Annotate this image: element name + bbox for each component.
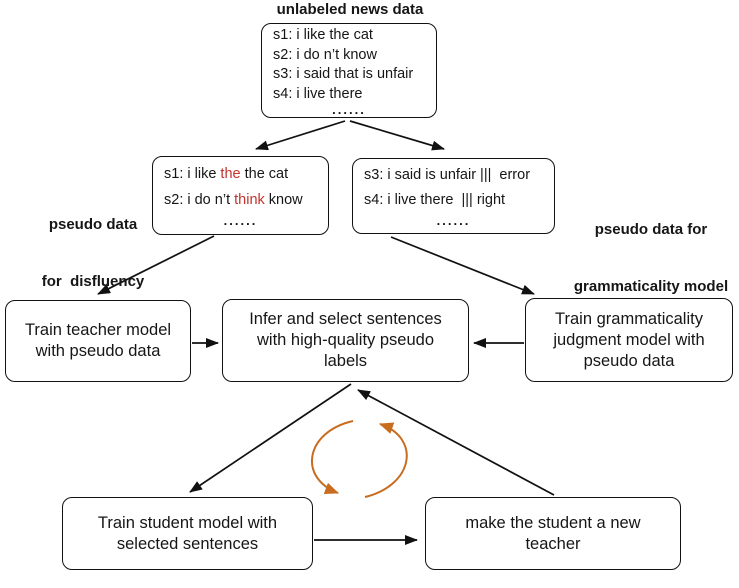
box-line: selected sentences (116, 534, 259, 553)
disfluency-label: pseudo data for disfluency (28, 177, 158, 329)
box-line: make the student a new (465, 513, 641, 532)
text-fragment: the cat (240, 165, 289, 182)
infer-select-box: Infer and select sentences with high-qua… (222, 299, 469, 382)
box-line: Infer and select sentences (249, 310, 442, 328)
pseudo-sentence-s1: s1: i like the the cat (153, 165, 328, 183)
arrow-grammaticality-to-judge (390, 236, 535, 295)
train-teacher-box: Train teacher model with pseudo data (5, 300, 191, 382)
pseudo-disfluency-box: s1: i like the the cat s2: i do n’t thin… (152, 156, 329, 235)
unlabeled-data-box: s1: i like the cat s2: i do n’t know s3:… (261, 23, 437, 118)
grammaticality-label-line1: pseudo data for (594, 221, 708, 238)
cycle-arrow-right (364, 422, 408, 498)
arrow-split-right (349, 120, 445, 151)
pseudo-sentence-s3: s3: i said is unfair ||| error (364, 167, 531, 183)
train-grammaticality-box: Train grammaticality judgment model with… (525, 298, 733, 382)
ellipsis: ...... (436, 213, 471, 228)
arrow-disfluency-to-teacher (97, 235, 215, 295)
box-line: Train teacher model (24, 321, 172, 339)
box-line: with pseudo data (35, 342, 161, 360)
box-line: with high-quality pseudo (256, 331, 435, 349)
box-line: Train student model with (97, 513, 278, 532)
box-line: Train grammaticality (555, 309, 703, 328)
pseudo-sentence-s4: s4: i live there ||| right (364, 192, 506, 208)
text-fragment: s1: i like (164, 165, 221, 182)
disfluency-label-line2: for disfluency (41, 273, 145, 290)
ellipsis: ...... (332, 102, 366, 118)
box-line: pseudo data (583, 351, 675, 370)
pseudo-grammaticality-box: s3: i said is unfair ||| error s4: i liv… (352, 158, 555, 234)
text-fragment: know (264, 191, 303, 208)
pseudo-sentence-s2: s2: i do n’t think know (153, 191, 328, 209)
ellipsis: ...... (223, 213, 258, 229)
new-teacher-box: make the student a new teacher (425, 497, 681, 570)
arrow-split-left (255, 120, 346, 151)
arrow-newteacher-to-infer (357, 389, 555, 496)
sentence-s3: s3: i said that is unfair (273, 66, 414, 83)
text-fragment: s2: i do n’t (164, 191, 235, 208)
disfluency-label-line1: pseudo data (48, 216, 138, 233)
grammaticality-label-line2: grammaticality model (573, 278, 729, 295)
box-line: teacher (525, 534, 581, 553)
arrow-infer-to-student (189, 383, 352, 493)
disfluent-word: the (220, 165, 241, 182)
disfluent-word: think (234, 191, 265, 208)
sentence-s1: s1: i like the cat (273, 26, 373, 43)
diagram-title: unlabeled news data (276, 1, 424, 18)
grammaticality-label: pseudo data for grammaticality model (563, 182, 739, 334)
box-line: labels (323, 352, 368, 370)
box-line: judgment model with (553, 330, 705, 349)
sentence-s4: s4: i live there (273, 86, 363, 103)
sentence-s2: s2: i do n’t know (273, 46, 377, 63)
cycle-arrow-left (311, 420, 354, 495)
train-student-box: Train student model with selected senten… (62, 497, 313, 570)
